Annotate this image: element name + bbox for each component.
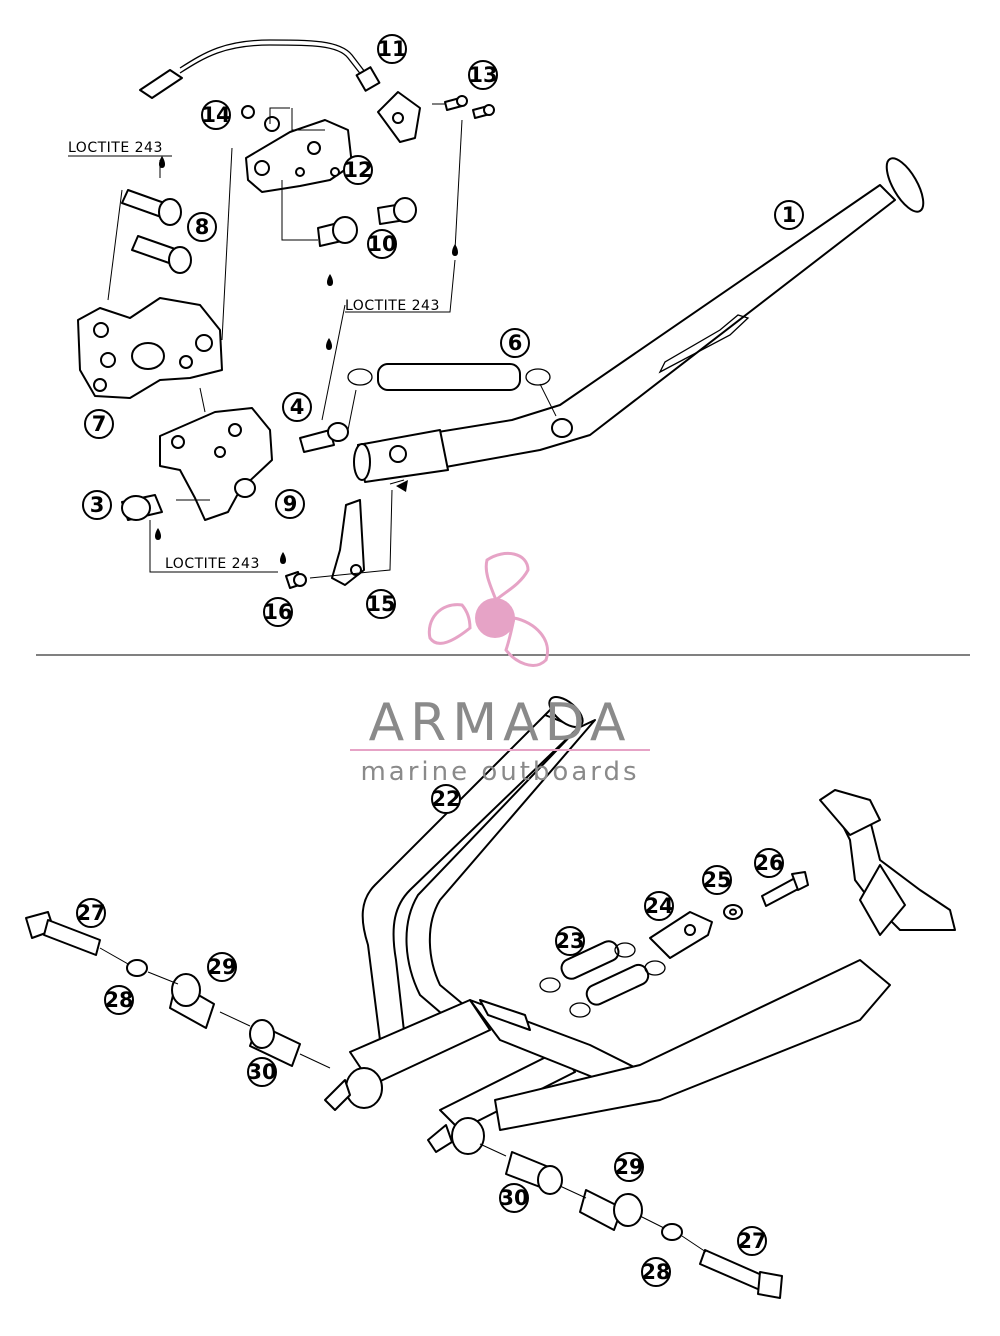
callout-number: 6 <box>508 331 523 355</box>
plate-screws <box>317 197 417 247</box>
center-stand-frame <box>324 696 956 1155</box>
callout-number: 7 <box>92 412 107 436</box>
switch-plate <box>245 119 353 193</box>
callout-part-29: 29 <box>614 1152 644 1182</box>
watermark-tagline: marine outboards <box>360 757 639 787</box>
callout-number: 25 <box>702 868 731 892</box>
hook-bolt <box>761 871 809 907</box>
callout-number: 29 <box>614 1155 643 1179</box>
callout-number: 16 <box>263 600 292 624</box>
watermark-brand: ARMADA <box>369 693 632 753</box>
pivot-hardware-left <box>25 911 331 1069</box>
callout-number: 13 <box>468 63 497 87</box>
callout-part-14: 14 <box>201 100 231 130</box>
sensor-screw <box>285 571 307 589</box>
callout-number: 27 <box>737 1229 766 1253</box>
callout-number: 10 <box>367 232 396 256</box>
loctite-drop-icon <box>452 244 458 256</box>
callout-number: 14 <box>201 103 230 127</box>
callout-number: 28 <box>104 988 133 1012</box>
loctite-labels: LOCTITE 243 LOCTITE 243 LOCTITE 243 <box>68 140 440 572</box>
callout-part-27: 27 <box>737 1226 767 1256</box>
callouts: 1 3 4 6 7 8 9 10 11 12 13 14 15 16 22 23… <box>76 34 804 1287</box>
callout-number: 9 <box>283 492 298 516</box>
callout-part-9: 9 <box>275 489 305 519</box>
callout-number: 15 <box>366 592 395 616</box>
loctite-label: LOCTITE 243 <box>165 556 260 572</box>
switch-nuts <box>241 105 280 132</box>
stand-bracket <box>77 297 223 399</box>
callout-part-10: 10 <box>367 229 397 259</box>
sensor-bracket <box>331 499 365 586</box>
callout-part-15: 15 <box>366 589 396 619</box>
callout-part-30: 30 <box>247 1057 277 1087</box>
callout-number: 30 <box>247 1060 276 1084</box>
callout-part-16: 16 <box>263 597 293 627</box>
loctite-drop-icon <box>155 528 161 540</box>
callout-part-12: 12 <box>343 155 373 185</box>
side-stand-assembly: LOCTITE 243 LOCTITE 243 LOCTITE 243 <box>68 39 925 589</box>
loctite-drop-icon <box>280 552 286 564</box>
callout-number: 26 <box>754 851 783 875</box>
callout-number: 8 <box>195 215 210 239</box>
callout-number: 12 <box>343 158 372 182</box>
callout-part-13: 13 <box>468 60 498 90</box>
callout-part-6: 6 <box>500 328 530 358</box>
callout-number: 27 <box>76 901 105 925</box>
loctite-label: LOCTITE 243 <box>345 298 440 314</box>
callout-part-22: 22 <box>431 784 461 814</box>
callout-number: 11 <box>377 37 406 61</box>
callout-part-3: 3 <box>82 490 112 520</box>
callout-part-7: 7 <box>84 409 114 439</box>
callout-part-30: 30 <box>499 1183 529 1213</box>
callout-number: 23 <box>555 929 584 953</box>
spring-hook-plate <box>649 911 713 959</box>
stand-spring <box>347 363 551 391</box>
side-stand-leg <box>353 157 925 483</box>
pivot-plate <box>159 407 273 521</box>
propeller-logo-icon <box>427 551 549 667</box>
spring-bolt <box>299 422 349 453</box>
loctite-drop-icon <box>159 156 165 168</box>
center-stand-assembly <box>25 696 956 1299</box>
callout-part-28: 28 <box>641 1257 671 1287</box>
switch-screws <box>444 95 495 119</box>
hook-washer <box>723 904 743 920</box>
callout-part-29: 29 <box>207 952 237 982</box>
center-stand-springs <box>539 940 666 1018</box>
loctite-drop-icon <box>327 274 333 286</box>
callout-part-23: 23 <box>555 926 585 956</box>
callout-part-25: 25 <box>702 865 732 895</box>
side-stand-switch <box>139 39 421 143</box>
loctite-label: LOCTITE 243 <box>68 140 163 156</box>
callout-part-28: 28 <box>104 985 134 1015</box>
pivot-hardware-right <box>479 1143 783 1299</box>
callout-number: 3 <box>90 493 105 517</box>
callout-number: 22 <box>431 787 460 811</box>
callout-number: 28 <box>641 1260 670 1284</box>
loctite-drop-icon <box>326 338 332 350</box>
callout-part-27: 27 <box>76 898 106 928</box>
callout-number: 30 <box>499 1186 528 1210</box>
callout-number: 29 <box>207 955 236 979</box>
callout-part-11: 11 <box>377 34 407 64</box>
callout-part-26: 26 <box>754 848 784 878</box>
callout-part-1: 1 <box>774 200 804 230</box>
loctite-drops <box>155 156 458 564</box>
callout-part-4: 4 <box>282 392 312 422</box>
arrow-icon <box>396 480 408 492</box>
callout-number: 24 <box>644 894 673 918</box>
callout-part-8: 8 <box>187 212 217 242</box>
callout-number: 4 <box>290 395 305 419</box>
assembly-leader-lines <box>107 103 557 579</box>
pivot-bushing <box>121 494 163 521</box>
callout-part-24: 24 <box>644 891 674 921</box>
bracket-screws <box>121 189 192 274</box>
armada-watermark: ARMADA marine outboards <box>350 551 650 787</box>
callout-number: 1 <box>782 203 797 227</box>
